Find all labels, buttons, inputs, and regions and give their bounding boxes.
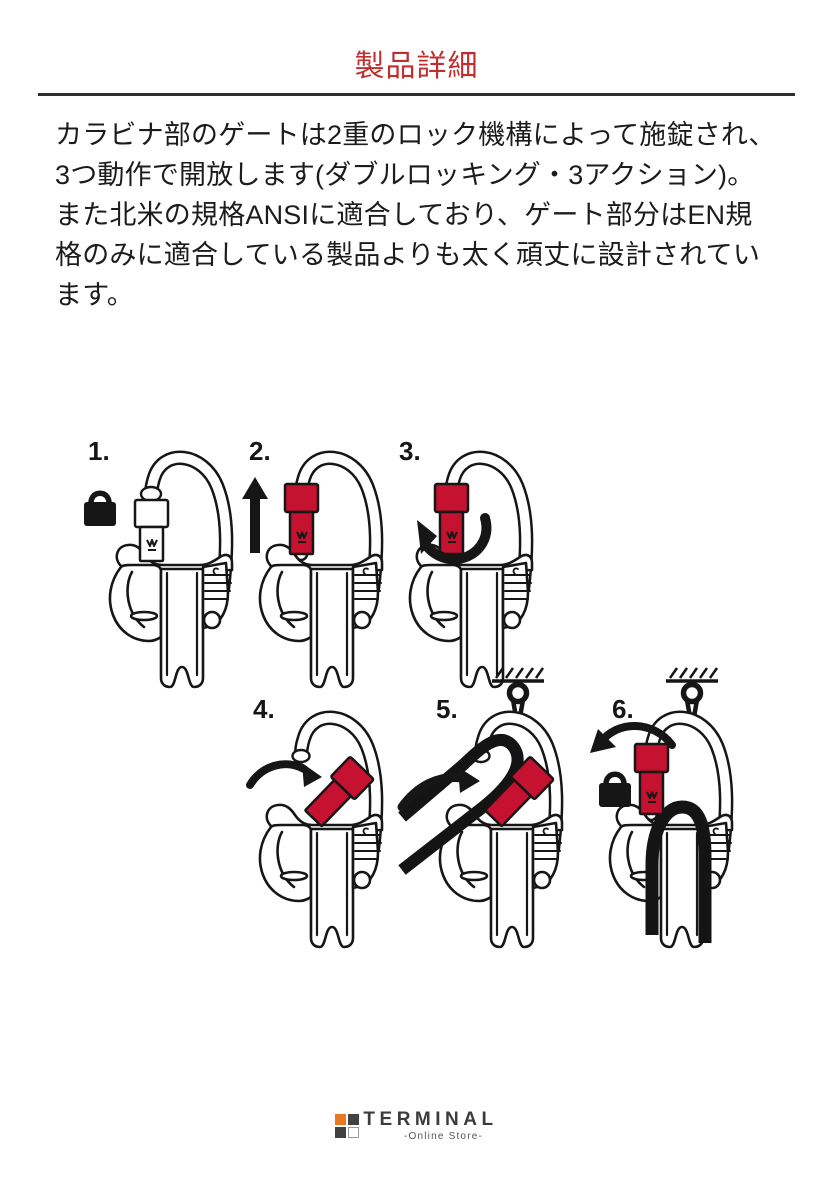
logo-square-dark [348, 1114, 360, 1125]
logo-square-dark [335, 1127, 347, 1138]
lock-arrow-icon [590, 722, 676, 753]
step-panel-6: 6. [590, 668, 734, 949]
carabiner-clip-illustration [397, 668, 562, 949]
carabiner-twist-illustration [408, 458, 534, 689]
gate-sleeve [283, 482, 320, 556]
rope-grab-device [608, 803, 734, 949]
brand-tagline: -Online Store- [403, 1130, 484, 1142]
instruction-figure: 1. 2. 3. [50, 436, 790, 949]
step-label-4: 4. [253, 694, 275, 724]
step-panel-4: 4. [246, 694, 382, 949]
step-label-1: 1. [88, 436, 110, 466]
step-label-3: 3. [399, 436, 421, 466]
section-title: 製品詳細 [354, 50, 479, 83]
brand-name: TERMINAL [363, 1109, 498, 1130]
header-divider [38, 93, 795, 96]
padlock-locked-icon [84, 493, 116, 526]
padlock-locked-icon [599, 774, 631, 807]
carabiner-slide-illustration [242, 458, 384, 689]
gate-sleeve [300, 755, 376, 832]
logo-grid-icon [335, 1114, 360, 1138]
logo-text: TERMINAL -Online Store- [363, 1109, 498, 1142]
rope-grab-device [408, 543, 534, 689]
gate-sleeve [133, 498, 170, 563]
rotate-arrow-icon [417, 513, 492, 565]
logo-square-orange [335, 1114, 347, 1125]
gate-sleeve [433, 482, 470, 556]
carabiner-open-illustration [246, 718, 382, 949]
section-header: 製品詳細 [0, 0, 833, 96]
step-panel-2: 2. [242, 436, 384, 689]
step-label-5: 5. [436, 694, 458, 724]
carabiner-locked-illustration [84, 458, 234, 689]
step-label-2: 2. [249, 436, 271, 466]
insert-arrow-icon [397, 767, 480, 812]
rope-grab-device [108, 543, 234, 689]
gate-sleeve [633, 742, 670, 816]
product-description: カラビナ部のゲートは2重のロック機構によって施錠され、 3つ動作で開放します(ダ… [55, 120, 776, 310]
anchor-icon [666, 668, 718, 717]
step-label-6: 6. [612, 694, 634, 724]
arrow-up-icon [242, 477, 268, 553]
swing-arrow-icon [246, 760, 322, 789]
hanging-rope [645, 800, 712, 943]
step-panel-1: 1. [84, 436, 234, 689]
logo-square-white [348, 1127, 360, 1138]
step-panel-5: 5. [397, 668, 562, 949]
step-panel-3: 3. [399, 436, 534, 689]
webbing-rope [398, 734, 524, 875]
rope-grab-device [258, 543, 384, 689]
store-logo: TERMINAL -Online Store- [0, 1109, 833, 1142]
carabiner-relocked-illustration [590, 668, 734, 949]
